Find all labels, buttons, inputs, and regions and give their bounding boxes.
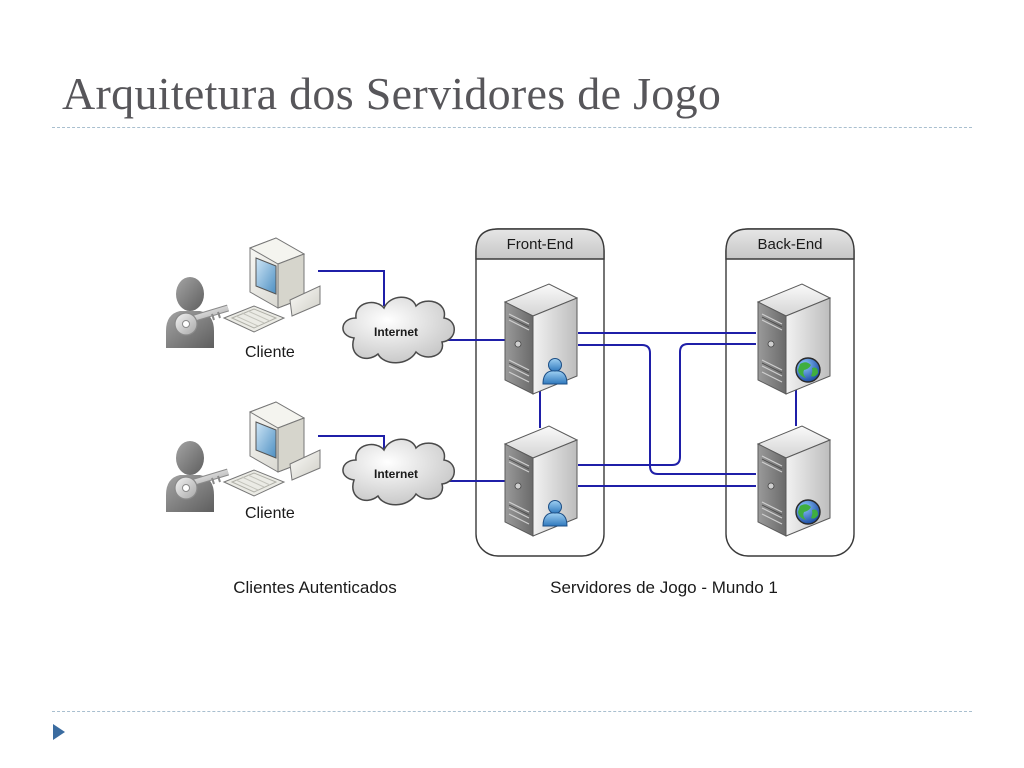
triangle-bullet-icon (53, 724, 65, 740)
back-end-server-2 (757, 425, 831, 537)
server-icon (757, 425, 831, 537)
servers-caption: Servidores de Jogo - Mundo 1 (550, 578, 778, 597)
internet-label: Internet (374, 467, 418, 481)
globe-icon (795, 357, 821, 383)
cloud-icon: Internet (342, 296, 456, 364)
back-end-label: Back-End (757, 236, 822, 253)
front-end-server-1 (504, 283, 578, 395)
desktop-computer-icon (223, 237, 321, 333)
back-end-server-1 (757, 283, 831, 395)
front-end-server-2 (504, 425, 578, 537)
cloud-icon: Internet (342, 438, 456, 506)
desktop-computer-icon (223, 401, 321, 497)
user-icon (166, 441, 228, 512)
server-icon (757, 283, 831, 395)
client-workstation-1: Cliente (166, 237, 321, 361)
globe-icon (795, 499, 821, 525)
user-icon (166, 277, 228, 348)
clients-caption: Clientes Autenticados (233, 578, 397, 597)
slide-title: Arquitetura dos Servidores de Jogo (62, 68, 722, 119)
client-label: Cliente (245, 505, 295, 522)
footer-divider (52, 711, 972, 712)
front-end-label: Front-End (507, 236, 574, 253)
client-label: Cliente (245, 344, 295, 361)
architecture-diagram: Front-End Back-End Cliente Internet Clie… (0, 228, 855, 597)
client-workstation-2: Cliente (166, 401, 321, 522)
title-divider (52, 127, 972, 128)
network-links (318, 270, 797, 487)
internet-label: Internet (374, 325, 418, 339)
